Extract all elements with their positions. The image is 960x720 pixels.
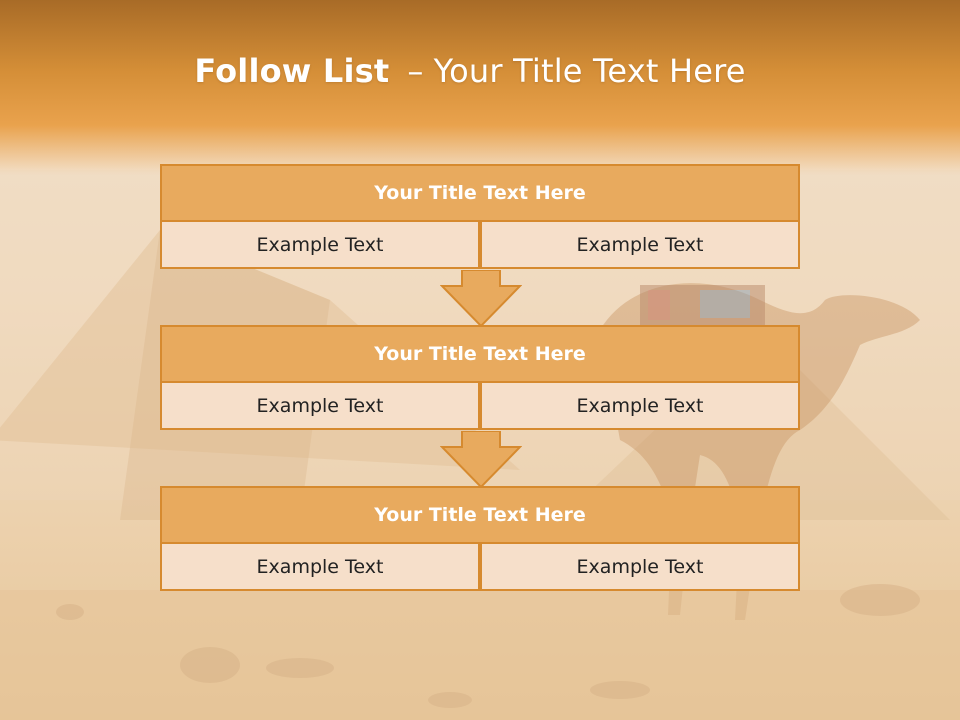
block-heading: Your Title Text Here bbox=[160, 486, 800, 544]
block-cell-left: Example Text bbox=[160, 544, 480, 591]
title-bold: Follow List bbox=[194, 52, 390, 90]
down-arrow-icon bbox=[440, 431, 522, 489]
block-cell-right: Example Text bbox=[480, 544, 800, 591]
title-dash: – bbox=[407, 52, 424, 90]
down-arrow-icon bbox=[440, 270, 522, 328]
list-block-2: Your Title Text Here Example Text Exampl… bbox=[160, 325, 800, 430]
block-cell-right: Example Text bbox=[480, 383, 800, 430]
block-cell-right: Example Text bbox=[480, 222, 800, 269]
block-heading: Your Title Text Here bbox=[160, 164, 800, 222]
block-heading: Your Title Text Here bbox=[160, 325, 800, 383]
list-block-1: Your Title Text Here Example Text Exampl… bbox=[160, 164, 800, 269]
list-block-3: Your Title Text Here Example Text Exampl… bbox=[160, 486, 800, 591]
block-cell-left: Example Text bbox=[160, 383, 480, 430]
slide-title: Follow List–Your Title Text Here bbox=[0, 52, 940, 90]
title-rest: Your Title Text Here bbox=[433, 52, 746, 90]
block-cell-left: Example Text bbox=[160, 222, 480, 269]
